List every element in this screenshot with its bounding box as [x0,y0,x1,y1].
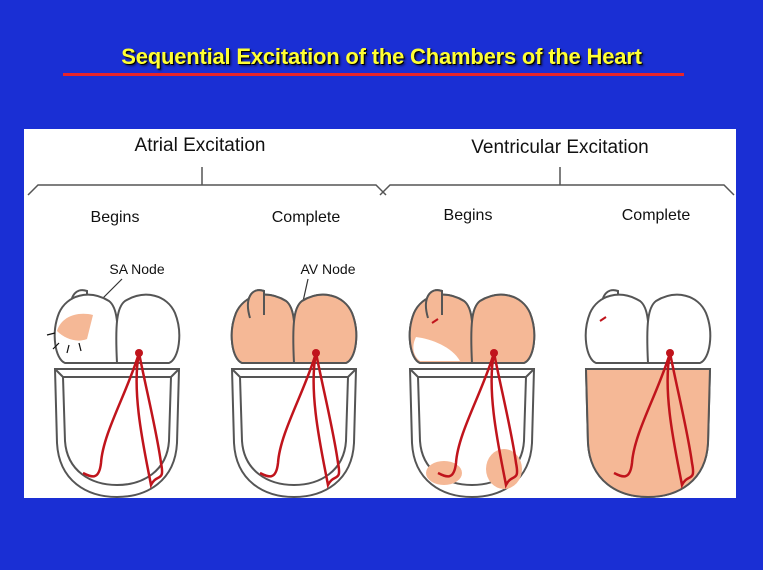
stage-label-atrial-begins: Begins [91,209,140,226]
stage-label-ventricular-begins: Begins [444,207,493,224]
heart-diagram: Atrial Excitation Ventricular Excitation… [27,135,735,498]
slide-title: Sequential Excitation of the Chambers of… [121,44,642,69]
heart-atrial-begins [46,289,181,498]
stage-label-atrial-complete: Complete [272,209,341,226]
heart-ventricular-complete [584,289,712,498]
heart-ventricular-begins [408,289,536,498]
heart-atrial-complete [230,289,358,498]
group-label-ventricular: Ventricular Excitation [471,137,648,158]
atrial-brace [27,167,387,196]
stage-label-ventricular-complete: Complete [622,207,691,224]
ventricular-brace [379,167,735,196]
title-underline [63,73,684,76]
sa-node-label: SA Node [109,261,164,277]
group-label-atrial: Atrial Excitation [135,135,266,156]
diagram-panel: Atrial Excitation Ventricular Excitation… [24,129,736,498]
av-node-label: AV Node [301,261,356,277]
